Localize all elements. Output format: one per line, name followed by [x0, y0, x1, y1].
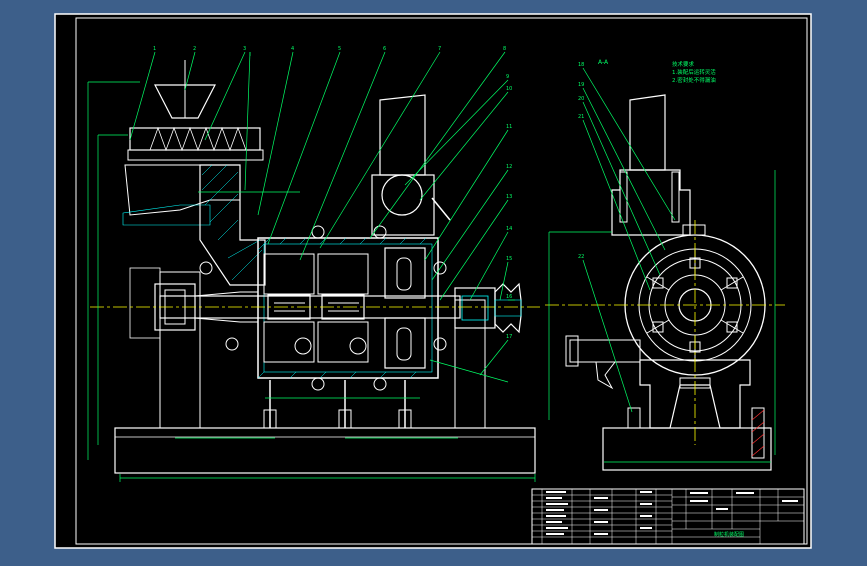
dimension-lines: [87, 81, 536, 482]
svg-text:20: 20: [578, 96, 584, 102]
upper-bearing: [381, 174, 423, 216]
svg-text:18: 18: [578, 62, 584, 68]
svg-text:16: 16: [506, 294, 512, 300]
svg-text:15: 15: [506, 256, 512, 262]
left-support: [159, 271, 201, 429]
front-leader-lines: [129, 51, 515, 383]
drawing-name: 制粒机装配图: [714, 531, 744, 538]
svg-text:21: 21: [578, 114, 584, 120]
outer-frame: [54, 13, 812, 549]
side-base: [602, 427, 772, 471]
svg-text:22: 22: [578, 254, 584, 260]
svg-text:7: 7: [438, 46, 441, 52]
feed-housing: [199, 164, 266, 286]
svg-text:5: 5: [338, 46, 341, 52]
svg-text:8: 8: [503, 46, 506, 52]
svg-text:6: 6: [383, 46, 386, 52]
technical-notes: 技术要求 1.装配后运转灵活 2.密封处不得漏油: [672, 60, 716, 84]
svg-text:13: 13: [506, 194, 512, 200]
svg-text:9: 9: [506, 74, 509, 80]
svg-text:3: 3: [243, 46, 246, 52]
svg-text:12: 12: [506, 164, 512, 170]
svg-text:1.装配后运转灵活: 1.装配后运转灵活: [672, 68, 716, 76]
svg-text:2.密封处不得漏油: 2.密封处不得漏油: [672, 76, 716, 84]
svg-text:10: 10: [506, 86, 512, 92]
svg-text:技术要求: 技术要求: [672, 60, 695, 68]
svg-text:19: 19: [578, 82, 584, 88]
svg-text:11: 11: [506, 124, 512, 130]
side-balloon-numbers: 18 19 20 21 22: [578, 62, 584, 260]
inner-frame: [75, 17, 808, 545]
side-leader-lines: [548, 67, 776, 463]
svg-text:2: 2: [193, 46, 196, 52]
feed-hopper: [154, 84, 216, 119]
section-label: A-A: [598, 59, 609, 66]
title-block-cell-text: [546, 491, 798, 535]
svg-text:1: 1: [153, 46, 156, 52]
svg-text:4: 4: [291, 46, 294, 52]
title-block: 制粒机装配图: [531, 488, 805, 545]
svg-text:14: 14: [506, 226, 512, 232]
base-plate: [114, 427, 536, 474]
svg-text:17: 17: [506, 334, 512, 340]
